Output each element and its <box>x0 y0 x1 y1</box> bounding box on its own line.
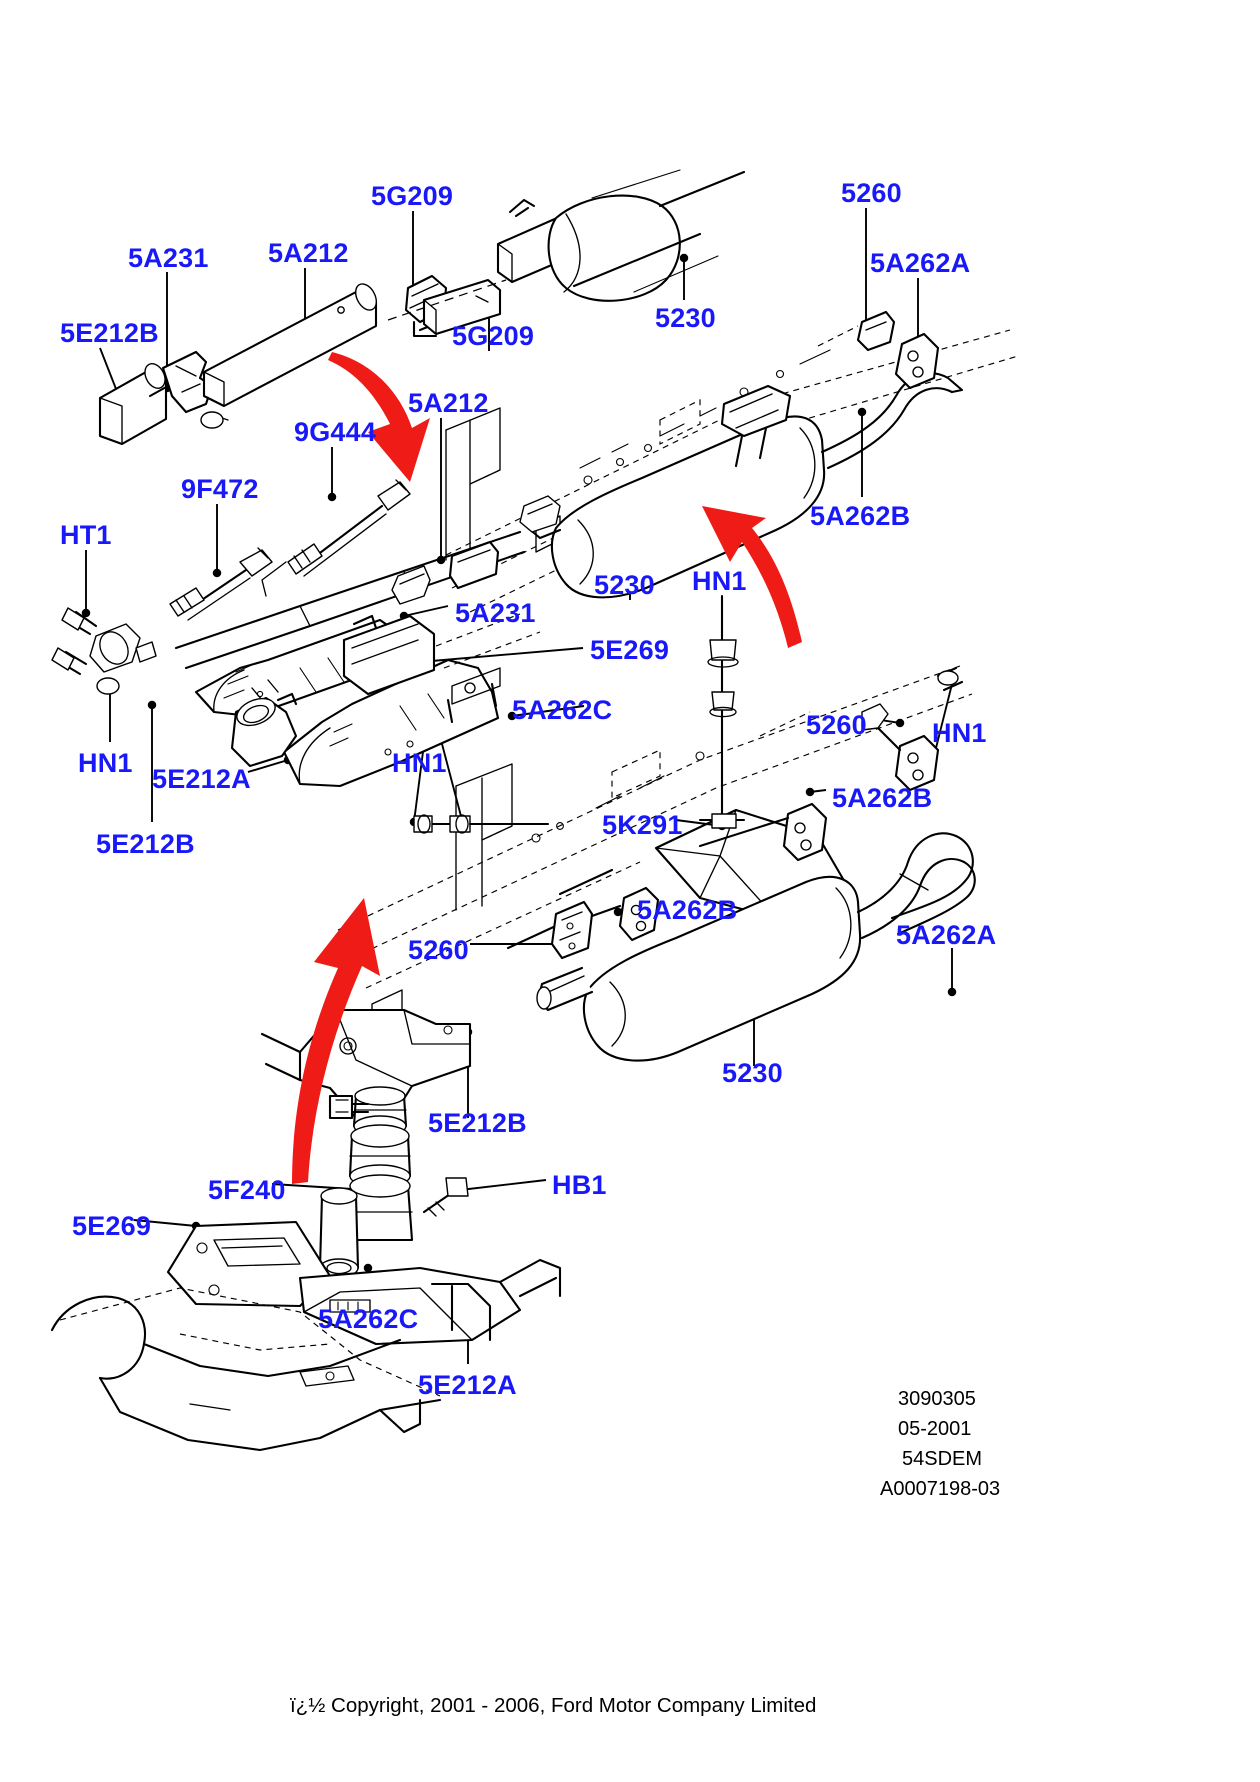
part-label-hn1-3[interactable]: HN1 <box>78 748 133 778</box>
footer-date: 05-2001 <box>898 1418 972 1440</box>
part-label-5e212b-2[interactable]: 5E212B <box>96 829 195 859</box>
part-label-5a262b-2[interactable]: 5A262B <box>832 783 933 813</box>
part-label-5e212b-3[interactable]: 5E212B <box>428 1108 527 1138</box>
part-label-5a262a-2[interactable]: 5A262A <box>896 920 997 950</box>
part-label-5260[interactable]: 5260 <box>841 178 902 208</box>
part-label-5e212a-2[interactable]: 5E212A <box>418 1370 517 1400</box>
installed-front-pipe-catalyst <box>51 479 541 788</box>
part-label-5a212[interactable]: 5A212 <box>268 238 349 268</box>
part-label-hn1-4[interactable]: HN1 <box>392 748 447 778</box>
part-label-hn1-2[interactable]: HN1 <box>932 718 987 748</box>
part-label-5260-2[interactable]: 5260 <box>806 710 867 740</box>
part-label-9g444[interactable]: 9G444 <box>294 417 377 447</box>
part-label-5a262c[interactable]: 5A262C <box>512 695 613 725</box>
footer-drawing-number: 3090305 <box>898 1388 976 1410</box>
part-label-5260-3[interactable]: 5260 <box>408 935 469 965</box>
part-label-5230-2[interactable]: 5230 <box>594 570 655 600</box>
footer-section-code: 54SDEM <box>902 1448 983 1470</box>
assembly-arrow-top <box>328 352 430 482</box>
part-label-5a262c-2[interactable]: 5A262C <box>318 1304 419 1334</box>
part-label-5e269[interactable]: 5E269 <box>590 635 670 665</box>
part-label-hn1[interactable]: HN1 <box>692 566 747 596</box>
part-label-ht1[interactable]: HT1 <box>60 520 112 550</box>
part-label-5g209[interactable]: 5G209 <box>371 181 454 211</box>
part-label-5f240[interactable]: 5F240 <box>208 1175 286 1205</box>
part-label-5k291[interactable]: 5K291 <box>602 810 683 840</box>
upper-exploded-assembly <box>98 169 746 446</box>
part-label-hb1[interactable]: HB1 <box>552 1170 607 1200</box>
installed-upper-muffler <box>519 310 964 599</box>
rear-muffler-assembly <box>412 594 976 1062</box>
part-label-5a231-2[interactable]: 5A231 <box>455 598 536 628</box>
part-label-5e212a[interactable]: 5E212A <box>152 764 251 794</box>
part-label-9f472[interactable]: 9F472 <box>181 474 259 504</box>
part-label-5a262b[interactable]: 5A262B <box>810 501 911 531</box>
assembly-arrow-middle <box>702 506 802 648</box>
assembly-arrows <box>292 352 802 1184</box>
part-label-5a262b-3[interactable]: 5A262B <box>637 895 738 925</box>
part-label-5230[interactable]: 5230 <box>655 303 716 333</box>
part-label-5a262a[interactable]: 5A262A <box>870 248 971 278</box>
part-label-5230-3[interactable]: 5230 <box>722 1058 783 1088</box>
footer-figure-id: A0007198-03 <box>880 1478 1001 1500</box>
part-label-5a212-2[interactable]: 5A212 <box>408 388 489 418</box>
assembly-arrow-bottom <box>292 898 380 1184</box>
copyright-notice: ï¿½ Copyright, 2001 - 2006, Ford Motor C… <box>290 1694 817 1717</box>
bottom-exploded-detail <box>50 1008 562 1452</box>
part-label-5e269-2[interactable]: 5E269 <box>72 1211 152 1241</box>
part-label-5g209-2[interactable]: 5G209 <box>452 321 535 351</box>
part-label-5a231[interactable]: 5A231 <box>128 243 209 273</box>
part-label-5e212b[interactable]: 5E212B <box>60 318 159 348</box>
